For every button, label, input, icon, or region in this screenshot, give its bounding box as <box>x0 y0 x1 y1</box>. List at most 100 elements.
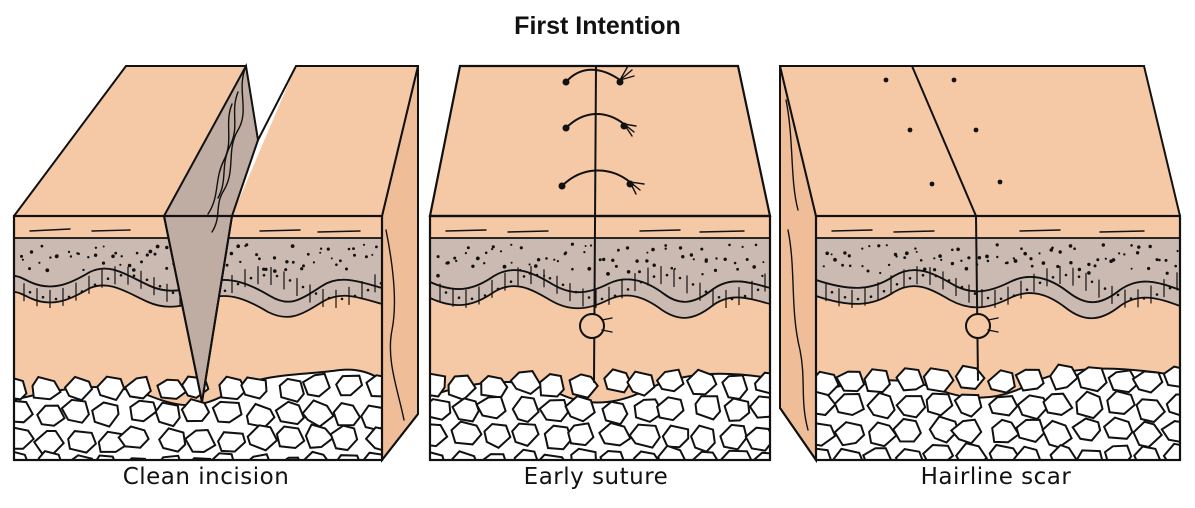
suture-marks <box>883 77 1003 187</box>
dermis-dot <box>822 265 825 268</box>
dermis-dot <box>1155 258 1159 262</box>
cell-nucleus <box>665 273 669 277</box>
dermis-dot <box>825 251 829 256</box>
hair-follicle <box>579 313 613 339</box>
dermis-dot <box>148 249 153 254</box>
fat-cell <box>564 395 596 423</box>
fat-cell <box>601 400 629 426</box>
skin-surface <box>430 66 770 216</box>
surface-marks <box>831 229 1145 233</box>
caption-early-suture: Early suture <box>523 464 669 490</box>
stitch-3 <box>558 169 645 195</box>
dermis-dot <box>664 247 667 250</box>
fat-cell <box>301 372 331 398</box>
dermis-dot <box>841 263 844 267</box>
dermis-dot <box>692 258 695 261</box>
fat-cell <box>895 395 927 419</box>
dermis-dot <box>453 256 457 260</box>
cell-nucleus <box>678 276 682 280</box>
cell-nucleus <box>535 273 539 277</box>
dermis-dot <box>319 247 323 250</box>
dermis-dot <box>967 256 971 260</box>
dermis-dot <box>1104 257 1107 260</box>
dermis-dot <box>964 266 969 271</box>
dermis-dot <box>102 245 105 248</box>
dermis-dot <box>933 268 937 272</box>
dermis-dot <box>678 246 683 250</box>
dermis-dot <box>371 253 374 256</box>
fat-cell <box>539 373 565 398</box>
dermis-dot <box>951 248 954 252</box>
fat-cell <box>894 448 924 460</box>
dermis-dot <box>556 260 560 263</box>
cell-nucleus <box>843 296 847 299</box>
cell-nucleus <box>1129 297 1133 300</box>
fat-cell <box>866 391 896 420</box>
fat-cell <box>304 423 335 449</box>
dermis-dot <box>700 247 704 251</box>
cell-nucleus <box>717 296 721 299</box>
dermis-dot <box>940 258 943 261</box>
fat-cell <box>430 372 447 398</box>
cell-nucleus <box>522 275 526 278</box>
outline-front <box>814 214 1182 462</box>
cell-nucleus <box>93 283 97 287</box>
dermis-dot <box>225 263 229 267</box>
dermis-dot <box>761 274 764 278</box>
dermis-dot <box>1058 250 1062 254</box>
fat-cell <box>657 444 687 460</box>
dermis-dot <box>1130 244 1133 247</box>
fat-cell <box>835 370 866 393</box>
fat-cell <box>246 424 279 452</box>
fat-cell <box>1131 370 1164 394</box>
caption-hairline-scar: Hairline scar <box>920 464 1072 490</box>
fat-cell <box>14 399 34 424</box>
fat-cell <box>14 450 28 460</box>
dermis-dot <box>326 247 330 251</box>
fat-cell <box>753 371 770 395</box>
dermis-dot <box>165 266 169 270</box>
fat-cell <box>833 421 866 447</box>
cell-nucleus <box>947 279 951 282</box>
outline-edge <box>779 65 817 217</box>
fat-cell <box>154 401 181 428</box>
cell-nucleus <box>639 280 643 284</box>
caption-clean-incision: Clean incision <box>122 464 290 490</box>
dermis-dot <box>914 247 917 250</box>
fat-cell <box>816 447 832 460</box>
dermis-dot <box>1135 251 1140 255</box>
cell-nucleus <box>600 297 604 301</box>
hair-follicle <box>965 313 999 339</box>
dermis-dot <box>553 258 556 261</box>
fat-cell <box>626 370 656 397</box>
dermis-dot <box>956 247 960 252</box>
dermis-dot <box>466 246 470 250</box>
epidermis-cells <box>430 269 770 319</box>
dermis-dot <box>848 264 852 268</box>
fat-cell <box>949 418 983 445</box>
fat-cell <box>302 450 329 460</box>
fat-cell <box>1162 365 1180 388</box>
cell-nucleus <box>314 292 318 295</box>
outline-front <box>428 214 772 462</box>
fat-cell <box>1049 363 1079 391</box>
outline-front <box>12 214 384 462</box>
fat-cell <box>895 367 926 392</box>
dermis-dot <box>646 251 649 254</box>
fat-cell <box>129 399 158 423</box>
cell-nucleus <box>561 283 565 287</box>
dermis-dot <box>375 245 378 249</box>
dermis-dot <box>887 263 891 267</box>
dermis-dot <box>723 257 727 261</box>
dermis-dot <box>877 244 881 248</box>
dermis-dot <box>670 266 674 270</box>
dermis-dot <box>40 244 44 248</box>
fat-cell <box>184 428 217 454</box>
dermis-dot <box>114 251 118 255</box>
surface-marks <box>29 228 361 233</box>
dermis-dot <box>236 244 240 248</box>
cell-nucleus <box>626 288 630 291</box>
fat-cell <box>451 397 480 423</box>
dermis-dot <box>587 266 592 271</box>
